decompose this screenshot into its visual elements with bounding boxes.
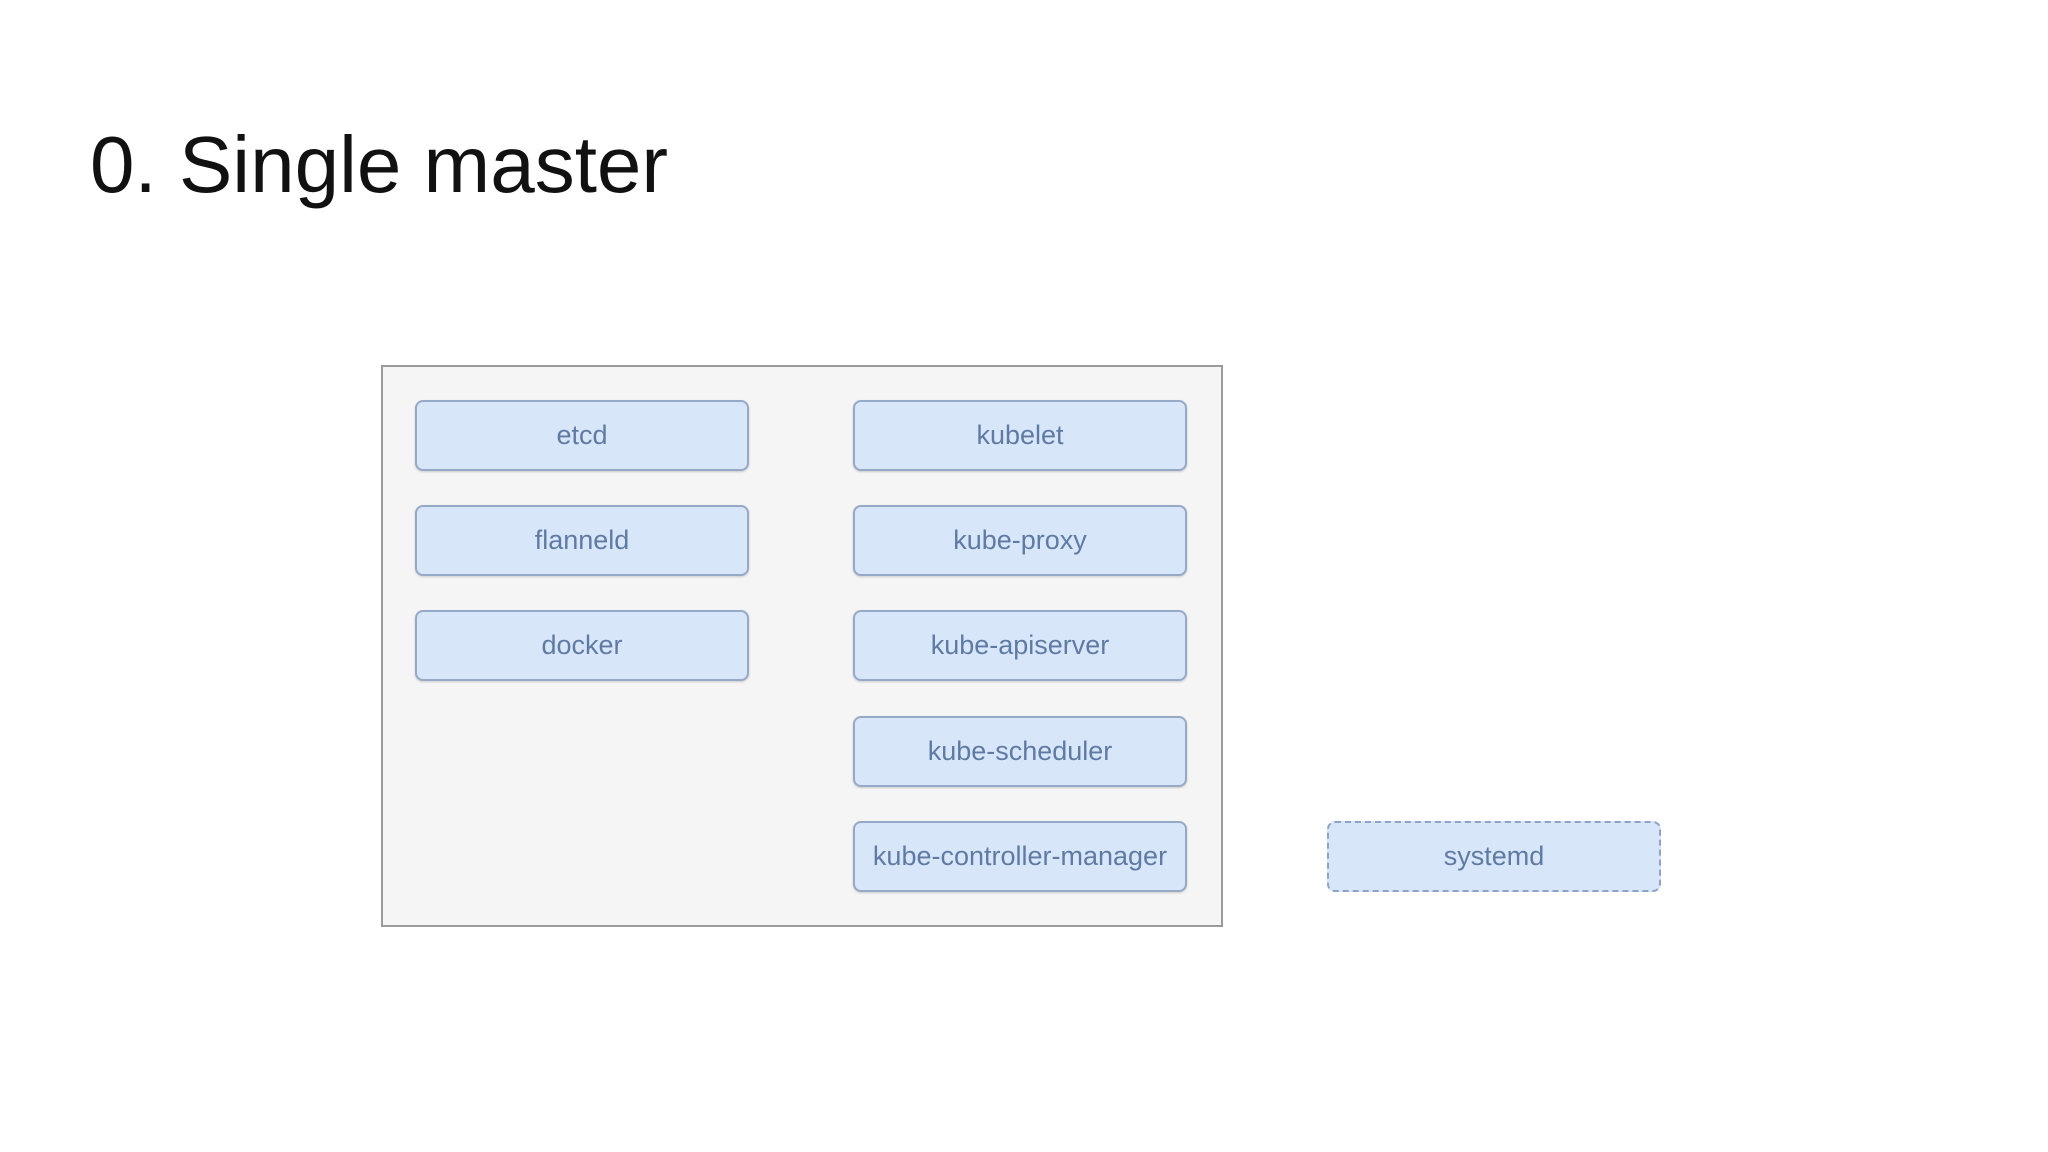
kubelet-box: kubelet [853, 400, 1187, 471]
docker-box: docker [415, 610, 749, 681]
kube-proxy-box: kube-proxy [853, 505, 1187, 576]
kube-controller-manager-box: kube-controller-manager [853, 821, 1187, 892]
flanneld-box: flanneld [415, 505, 749, 576]
etcd-box: etcd [415, 400, 749, 471]
kube-apiserver-box: kube-apiserver [853, 610, 1187, 681]
systemd-box: systemd [1327, 821, 1661, 892]
kube-scheduler-box: kube-scheduler [853, 716, 1187, 787]
slide-title: 0. Single master [90, 120, 669, 209]
